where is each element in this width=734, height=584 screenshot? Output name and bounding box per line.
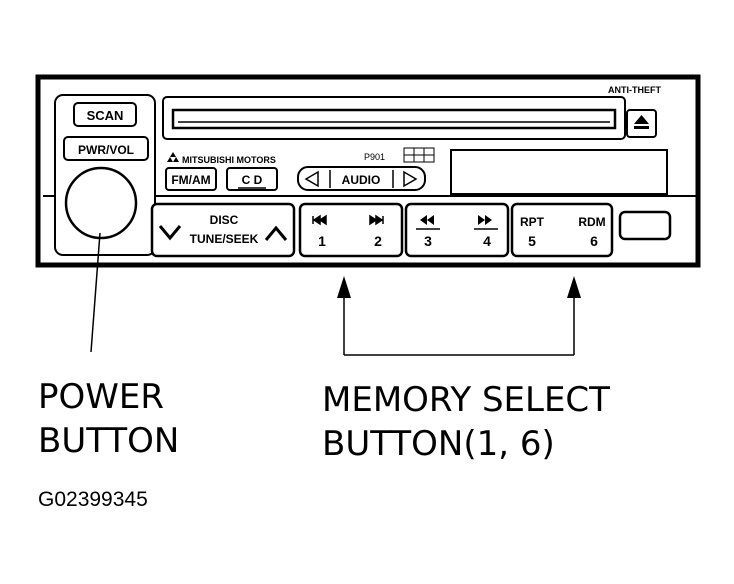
preset-4-label: 4 [483,233,491,249]
disc-label: DISC [210,213,239,227]
cd-button[interactable]: C D [226,167,278,191]
audio-right-icon[interactable] [403,170,418,188]
previous-track-icon [312,214,327,226]
eject-icon [634,115,649,124]
memory-select-callout: MEMORY SELECT BUTTON(1, 6) [322,378,610,466]
preset-6-label: 6 [590,233,598,249]
eject-button[interactable] [626,109,657,138]
disc-logo-icon [403,147,435,163]
scan-button[interactable]: SCAN [73,102,137,127]
arrow-up-icon [567,276,581,298]
rdm-label: RDM [578,215,605,229]
memory-callout-line2: BUTTON(1, 6) [322,424,555,464]
fm-am-label: FM/AM [171,173,210,187]
memory-select-bracket [337,276,581,356]
pwr-vol-label: PWR/VOL [78,143,134,157]
audio-control: AUDIO [297,166,426,191]
memory-callout-line1: MEMORY SELECT [322,380,610,420]
display-window [450,149,668,195]
preset-button-5-6[interactable]: RPT RDM 5 6 [510,202,614,258]
rpt-label: RPT [520,215,545,229]
next-track-icon [369,214,384,226]
chevron-down-icon [158,225,182,241]
preset-button-1-2[interactable]: 1 2 [298,202,404,258]
model-label: P901 [364,152,385,162]
power-volume-knob[interactable] [64,166,138,240]
cd-slot [171,108,617,130]
pwr-vol-button[interactable]: PWR/VOL [63,136,149,161]
preset-3-label: 3 [424,233,432,249]
power-callout-line1: POWER [38,377,164,417]
mitsubishi-logo-icon [167,152,179,162]
fm-am-button[interactable]: FM/AM [165,167,217,191]
power-callout-line2: BUTTON [38,421,180,461]
power-button-callout: POWER BUTTON [38,375,179,463]
disc-tune-seek-button[interactable]: DISC TUNE/SEEK [150,202,296,258]
rewind-icon [420,215,434,225]
tune-seek-label: TUNE/SEEK [190,232,259,246]
blank-button[interactable] [618,210,672,241]
power-leader-line [90,232,101,353]
preset-button-3-4[interactable]: 3 4 [404,202,510,258]
preset-1-label: 1 [318,233,326,249]
anti-theft-label: ANTI-THEFT [608,85,661,95]
audio-left-icon[interactable] [304,170,319,188]
fast-forward-icon [478,215,492,225]
arrow-up-icon [337,276,351,298]
preset-5-label: 5 [528,233,536,249]
cd-label: C D [242,173,263,187]
chevron-up-icon [264,225,288,241]
brand-label: MITSUBISHI MOTORS [182,155,276,165]
figure-id: G02399345 [38,488,148,511]
audio-button[interactable]: AUDIO [342,173,381,187]
scan-label: SCAN [87,108,124,123]
preset-2-label: 2 [374,233,382,249]
